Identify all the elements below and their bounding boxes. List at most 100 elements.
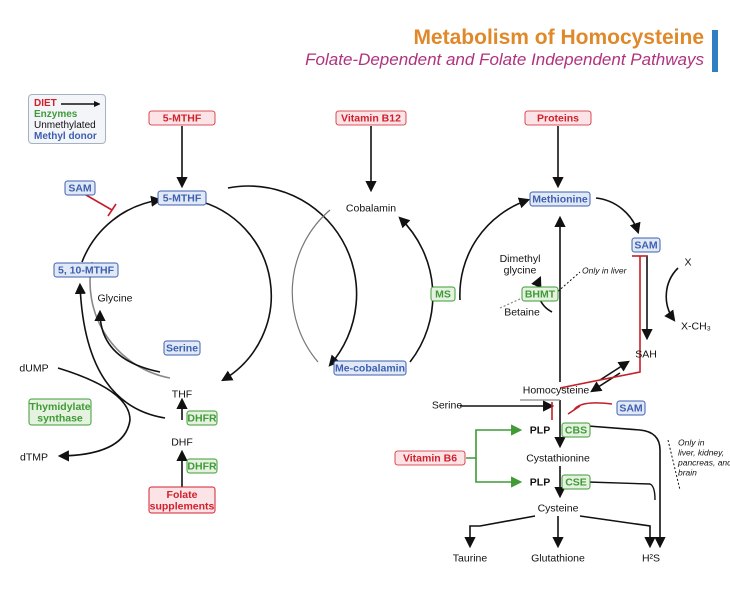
- node-serine: Serine: [432, 400, 463, 412]
- node-box: [616, 400, 646, 416]
- node-box: [521, 286, 559, 302]
- node-cse: CSE: [561, 474, 591, 490]
- node-label: MS: [435, 289, 451, 301]
- node-mthf: 5-MTHF: [157, 190, 207, 206]
- node-label-line: Dimethyl: [500, 253, 541, 265]
- node-dtmp: dTMP: [20, 452, 48, 464]
- node-proteins: Proteins: [524, 110, 592, 126]
- node-thf: THF: [172, 389, 192, 401]
- node-label-line: supplements: [150, 500, 215, 512]
- node-dhfr-1: DHFR: [186, 410, 218, 426]
- node-label: SAM: [68, 183, 92, 195]
- arrow-methylene-to-mthf: [81, 195, 163, 263]
- node-label: 5-MTHF: [163, 193, 202, 205]
- node-box: [163, 340, 201, 356]
- node-label: Homocysteine: [523, 385, 590, 397]
- node-bhmt: BHMT: [521, 286, 559, 302]
- node-serine-methyl: Serine: [163, 340, 201, 356]
- node-box: [148, 486, 216, 514]
- arrow-b6-to-plp2: [475, 458, 523, 488]
- page-title: Metabolism of Homocysteine: [413, 26, 704, 49]
- node-box: [64, 180, 96, 196]
- node-x-ch3: X-CH₃: [681, 321, 711, 333]
- node-label: H²S: [642, 553, 660, 565]
- node-label: Cobalamin: [346, 203, 396, 215]
- arrow-homocysteine-to-sah: [599, 360, 630, 381]
- node-label: Me-cobalamin: [335, 363, 405, 375]
- node-box: [333, 360, 407, 376]
- arrow-to-h2s-left: [579, 515, 656, 549]
- legend-diet-row: DIET: [34, 98, 100, 109]
- node-label: THF: [172, 389, 192, 401]
- node-label: X: [684, 257, 691, 269]
- node-methylene-thf: 5, 10-MTHF: [53, 262, 119, 278]
- node-box: [28, 398, 92, 426]
- node-only-in-liver: Only in liver: [582, 266, 628, 276]
- legend-methyl-donor: Methyl donor: [34, 131, 97, 142]
- node-ms: MS: [430, 286, 456, 302]
- node-plp-2: PLP: [530, 477, 550, 489]
- node-label: CBS: [565, 425, 587, 437]
- node-label: 5, 10-MTHF: [58, 265, 115, 277]
- arrow-x-to-xch3: [664, 267, 679, 322]
- arrow-dhf-to-methylene: [74, 282, 166, 419]
- node-label-line: liver, kidney,: [678, 448, 724, 458]
- node-label-line: pancreas, and: [677, 458, 730, 468]
- node-dhfr-2: DHFR: [186, 458, 218, 474]
- node-label: BHMT: [525, 289, 556, 301]
- arc-cobalamin-to-me-cobalamin: [291, 209, 331, 363]
- node-label: SAM: [619, 403, 643, 415]
- arc-thf-to-methylene: [89, 261, 171, 379]
- node-label: Vitamin B12: [341, 113, 401, 125]
- node-label: 5-MTHF: [163, 113, 202, 125]
- node-box: [631, 237, 661, 253]
- legend-enzymes: Enzymes: [34, 109, 78, 120]
- arrow-to-glycine: [94, 309, 161, 373]
- title-accent-bar: [712, 30, 718, 72]
- node-box: [186, 458, 218, 474]
- legend-diet: DIET: [34, 98, 57, 109]
- legend-unmethylated: Unmethylated: [34, 120, 96, 131]
- node-label: dUMP: [19, 363, 48, 375]
- legend-arrow-icon: [60, 100, 100, 107]
- node-label: DHFR: [187, 461, 217, 473]
- node-cysteine: Cysteine: [538, 503, 579, 515]
- node-label-line: brain: [678, 468, 697, 478]
- node-label: Cysteine: [538, 503, 579, 515]
- node-sam-cbs: SAM: [616, 400, 646, 416]
- node-taurine: Taurine: [453, 553, 488, 565]
- node-label: Vitamin B6: [403, 453, 457, 465]
- node-label: Methionine: [532, 194, 588, 206]
- node-label: DHFR: [187, 413, 217, 425]
- inhibit-sam-bar: [107, 203, 117, 217]
- node-box: [53, 262, 119, 278]
- line-cse-to-h2s: [587, 481, 656, 501]
- node-label: SAM: [634, 240, 658, 252]
- node-label-line: Thymidylate: [29, 401, 90, 413]
- node-homocysteine: Homocysteine: [523, 385, 590, 397]
- node-x: X: [684, 257, 691, 269]
- node-vitamin-b6: Vitamin B6: [394, 450, 466, 466]
- arrow-homocysteine-to-methionine: [459, 197, 531, 301]
- node-betaine: Betaine: [504, 307, 540, 319]
- node-sah: SAH: [635, 349, 657, 361]
- node-label: Serine: [432, 400, 463, 412]
- node-label-line: glycine: [504, 264, 537, 276]
- node-box: [335, 110, 407, 126]
- node-box: [430, 286, 456, 302]
- node-label-line: Only in: [678, 438, 705, 448]
- node-dump: dUMP: [19, 363, 48, 375]
- node-label: dTMP: [20, 452, 48, 464]
- arrow-cbs-to-h2s: [587, 425, 666, 549]
- node-glycine: Glycine: [97, 293, 132, 305]
- page-subtitle: Folate-Dependent and Folate Independent …: [305, 50, 704, 69]
- node-cystathionine: Cystathionine: [526, 453, 590, 465]
- node-me-cobalamin: Me-cobalamin: [333, 360, 407, 376]
- node-methionine: Methionine: [529, 191, 591, 207]
- node-label: X-CH₃: [681, 321, 711, 333]
- arrow-mthf-to-me-cobalamin: [227, 185, 358, 367]
- inhibit-samcbs-bar: [567, 405, 581, 415]
